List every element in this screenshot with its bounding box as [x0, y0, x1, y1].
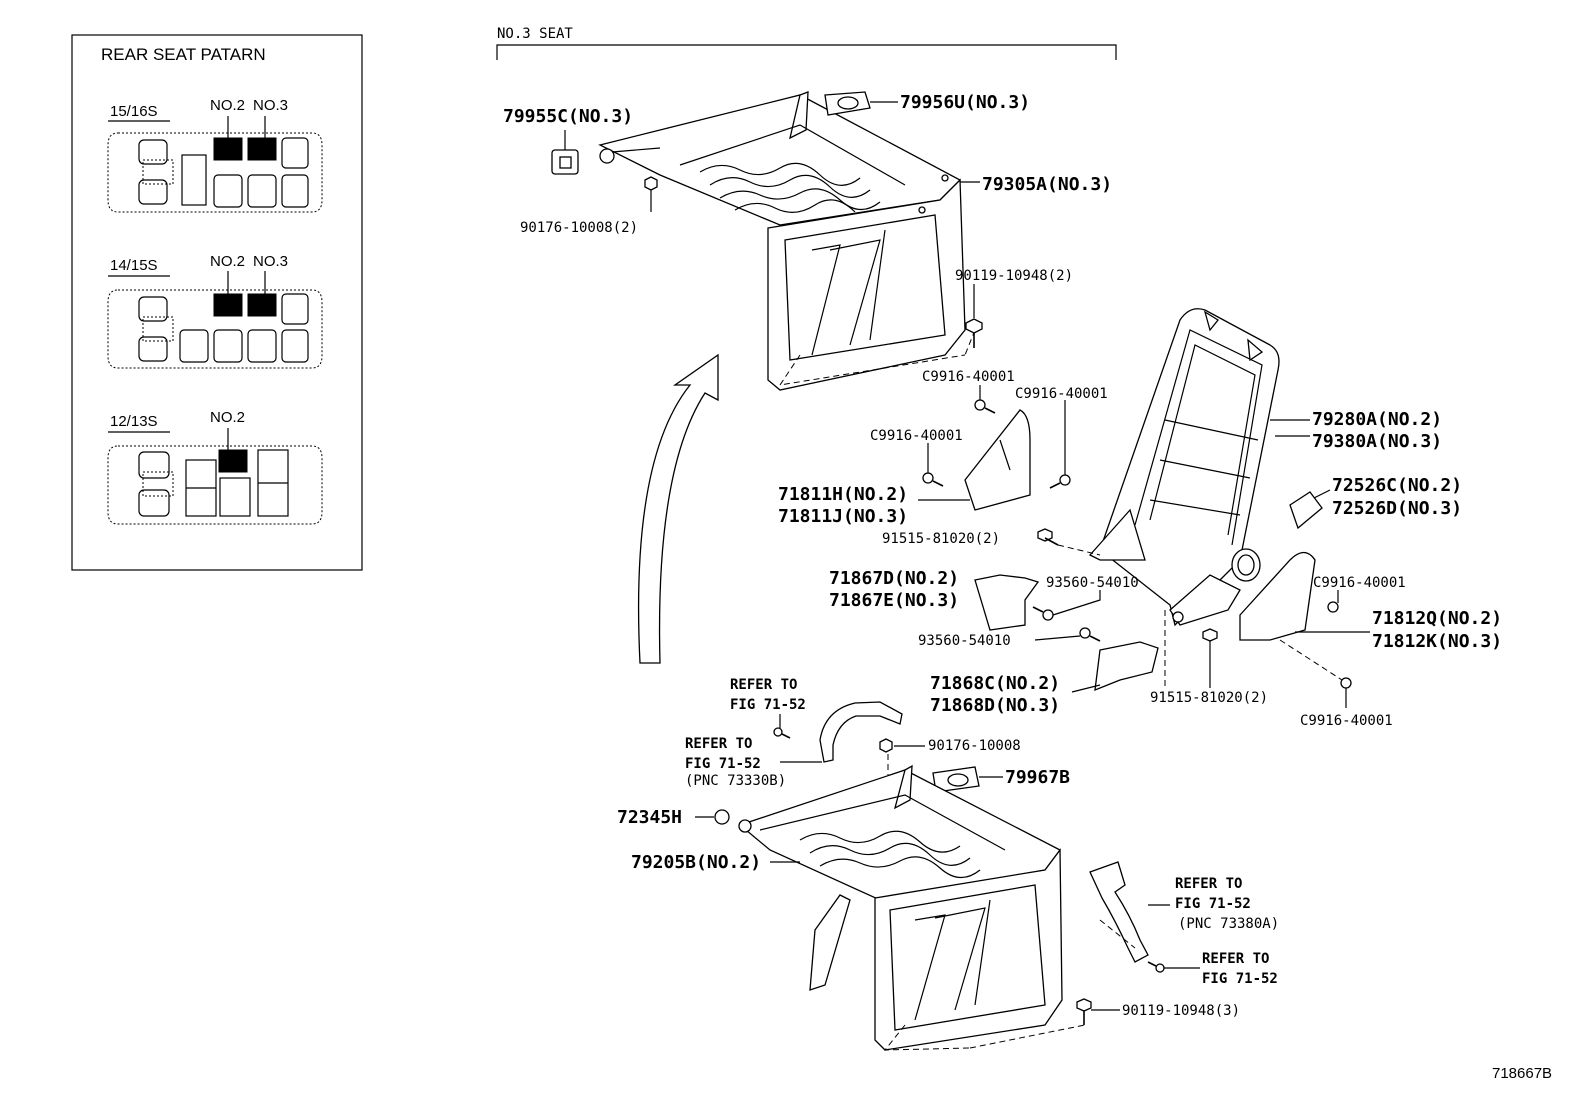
vehicle-outline [107, 445, 323, 525]
screw-c9916[interactable] [1049, 474, 1071, 489]
ref-label[interactable]: REFER TO [730, 677, 797, 693]
seat-back-frame [1088, 308, 1280, 627]
part-72345h[interactable] [714, 809, 730, 825]
ref-label[interactable]: FIG 71-52 [685, 756, 761, 772]
vehicle-outline [107, 132, 323, 213]
screw-c9916[interactable] [1327, 601, 1339, 613]
seat [181, 154, 207, 206]
screw-c9916[interactable] [974, 399, 996, 414]
ref-label[interactable]: FIG 71-52 [730, 697, 806, 713]
bolt-buckle[interactable] [1147, 961, 1165, 973]
part-71811[interactable] [964, 409, 1031, 511]
section-bracket [496, 44, 1117, 60]
ref-pnc[interactable]: (PNC 73380A) [1178, 916, 1279, 932]
pattern-row-label: 12/13S [110, 413, 158, 430]
callout-71868c[interactable]: 71868C(NO.2) [930, 673, 1060, 694]
callout-79955c[interactable]: 79955C(NO.3) [503, 106, 633, 127]
ref-label[interactable]: FIG 71-52 [1202, 971, 1278, 987]
bolt-90119-10948[interactable] [965, 318, 983, 348]
pattern-seat-label-no2: NO.2 [210, 409, 245, 426]
callout-71812q[interactable]: 71812Q(NO.2) [1372, 608, 1502, 629]
callout-71811j[interactable]: 71811J(NO.3) [778, 506, 908, 527]
callout-93560-54010-lower[interactable]: 93560-54010 [918, 633, 1011, 649]
pattern-seat-label-no3: NO.3 [253, 97, 288, 114]
callout-c9916-40001[interactable]: C9916-40001 [1300, 713, 1393, 729]
bolt-91515-81020[interactable] [1037, 528, 1059, 546]
callout-72345h[interactable]: 72345H [617, 807, 682, 828]
ref-label[interactable]: REFER TO [1202, 951, 1269, 967]
pattern-title: REAR SEAT PATARN [101, 45, 266, 64]
callout-79380a[interactable]: 79380A(NO.3) [1312, 431, 1442, 452]
highlighted-seat-no3 [247, 137, 277, 161]
callout-71812k[interactable]: 71812K(NO.3) [1372, 631, 1502, 652]
bolt-belt[interactable] [773, 727, 791, 739]
highlighted-seat-no3 [247, 293, 277, 317]
ref-pnc[interactable]: (PNC 73330B) [685, 773, 786, 789]
callout-79305a[interactable]: 79305A(NO.3) [982, 174, 1112, 195]
screw-c9916[interactable] [1340, 677, 1352, 689]
bolt-91515-81020[interactable] [1202, 628, 1218, 642]
screw-93560-54010[interactable] [1032, 606, 1054, 621]
callout-90176-10008-2[interactable]: 90176-10008(2) [520, 220, 638, 236]
pattern-row-label: 14/15S [110, 257, 158, 274]
pattern-row-15-16s: 15/16S NO.2 NO.3 [107, 97, 323, 213]
callout-71868d[interactable]: 71868D(NO.3) [930, 695, 1060, 716]
rear-seat-pattern-box: REAR SEAT PATARN 15/16S NO.2 NO.3 14/15S [71, 34, 363, 571]
callout-71811h[interactable]: 71811H(NO.2) [778, 484, 908, 505]
callout-90176-10008[interactable]: 90176-10008 [928, 738, 1021, 754]
pattern-row-label: 15/16S [110, 103, 158, 120]
callout-72526d[interactable]: 72526D(NO.3) [1332, 498, 1462, 519]
callout-c9916-40001[interactable]: C9916-40001 [1313, 575, 1406, 591]
figure-id: 718667B [1492, 1065, 1552, 1082]
callout-90119-10948-2[interactable]: 90119-10948(2) [955, 268, 1073, 284]
callout-79967b[interactable]: 79967B [1005, 767, 1070, 788]
ref-label[interactable]: REFER TO [1175, 876, 1242, 892]
pattern-row-12-13s: 12/13S NO.2 [107, 409, 323, 525]
highlighted-seat-no2 [213, 293, 243, 317]
callout-91515-81020-lower[interactable]: 91515-81020(2) [1150, 690, 1268, 706]
screw-c9916[interactable] [922, 472, 944, 487]
part-72526[interactable] [1289, 491, 1323, 530]
pattern-seat-label-no2: NO.2 [210, 97, 245, 114]
no2-seat-cushion-frame [738, 764, 1063, 1051]
callout-79280a[interactable]: 79280A(NO.2) [1312, 409, 1442, 430]
callout-91515-81020-upper[interactable]: 91515-81020(2) [882, 531, 1000, 547]
highlighted-seat-no2 [213, 137, 243, 161]
buckle [1089, 861, 1149, 963]
front-seat [138, 179, 168, 205]
part-71868[interactable] [1094, 641, 1159, 692]
pattern-seat-label-no3: NO.3 [253, 253, 288, 270]
callout-72526c[interactable]: 72526C(NO.2) [1332, 475, 1462, 496]
highlighted-seat-no2 [218, 449, 248, 473]
part-71812[interactable] [1239, 551, 1316, 641]
vehicle-outline [107, 289, 323, 369]
pattern-seat-label-no2: NO.2 [210, 253, 245, 270]
callout-c9916-40001[interactable]: C9916-40001 [922, 369, 1015, 385]
nut-90176-10008[interactable] [879, 738, 893, 753]
no3-seat-cushion-frame [598, 91, 966, 391]
callout-c9916-40001[interactable]: C9916-40001 [870, 428, 963, 444]
assembly-arrow [637, 353, 719, 664]
bolt-90119-10948[interactable] [1076, 998, 1092, 1025]
ref-label[interactable]: FIG 71-52 [1175, 896, 1251, 912]
front-seat [138, 139, 168, 165]
callout-71867e[interactable]: 71867E(NO.3) [829, 590, 959, 611]
pattern-row-14-15s: 14/15S NO.2 NO.3 [107, 253, 323, 369]
callout-79205b[interactable]: 79205B(NO.2) [631, 852, 761, 873]
callout-c9916-40001[interactable]: C9916-40001 [1015, 386, 1108, 402]
ref-label[interactable]: REFER TO [685, 736, 752, 752]
section-title: NO.3 SEAT [497, 26, 573, 42]
callout-90119-10948-3[interactable]: 90119-10948(3) [1122, 1003, 1240, 1019]
callout-79956u[interactable]: 79956U(NO.3) [900, 92, 1030, 113]
callout-71867d[interactable]: 71867D(NO.2) [829, 568, 959, 589]
belt-strap [819, 701, 903, 763]
nut-90176-10008[interactable] [644, 176, 658, 191]
part-71867[interactable] [974, 574, 1040, 631]
callout-93560-54010-upper[interactable]: 93560-54010 [1046, 575, 1139, 591]
screw-93560-54010[interactable] [1079, 627, 1101, 642]
